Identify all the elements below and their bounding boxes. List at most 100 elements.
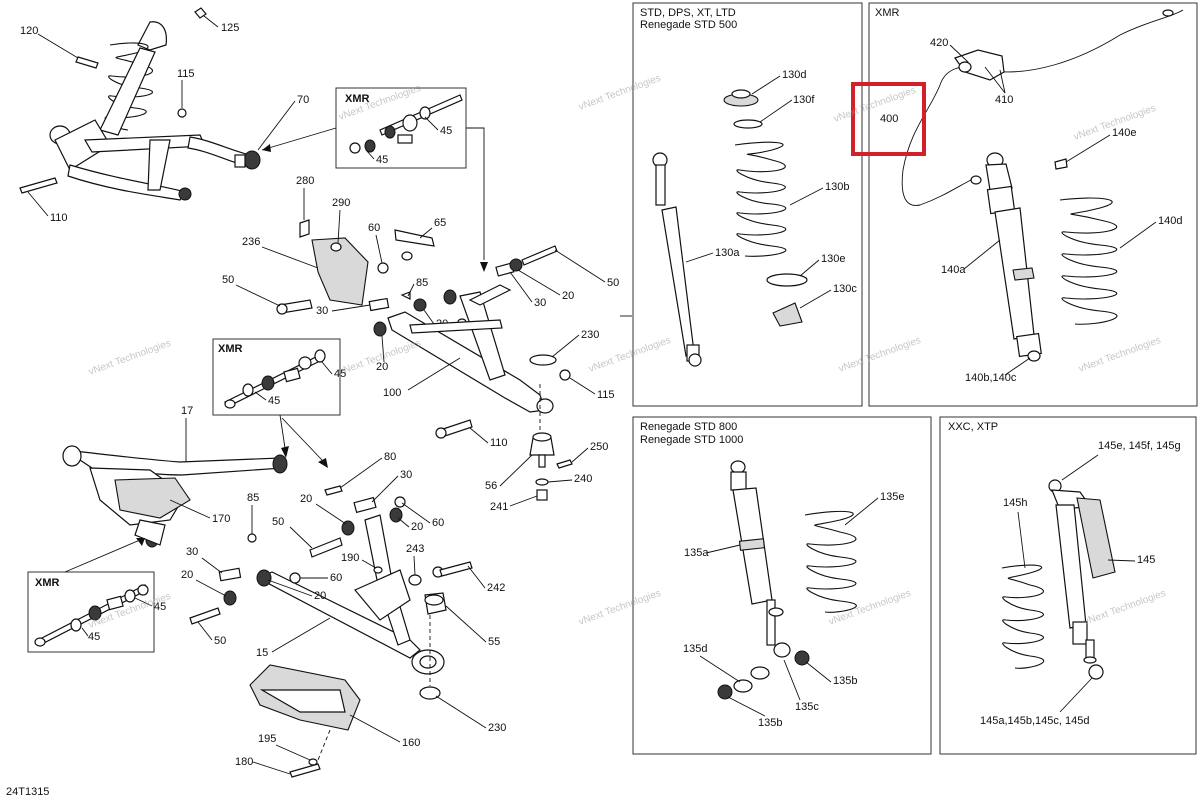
callout-230-top: 230 (581, 329, 599, 341)
callout-135b-2: 135b (758, 717, 782, 729)
callout-135b-1: 135b (833, 675, 857, 687)
callout-135a: 135a (684, 547, 709, 559)
callout-242: 242 (487, 582, 505, 594)
callout-145h: 145h (1003, 497, 1027, 509)
shock-135a (730, 460, 791, 658)
bump-130c (772, 302, 803, 327)
panel-xxc-title: XXC, XTP (948, 421, 998, 433)
xmr-inset-bottom: XMR 45 45 (27, 571, 166, 653)
callout-135c: 135c (795, 701, 819, 713)
callout-140d: 140d (1158, 215, 1182, 227)
callout-50-d: 50 (214, 635, 226, 647)
watermark-8: vNext Technologies (837, 335, 922, 375)
callout-130d: 130d (782, 69, 806, 81)
callout-240: 240 (574, 473, 592, 485)
callout-100: 100 (383, 387, 401, 399)
callout-130f: 130f (793, 94, 815, 106)
callout-140e: 140e (1112, 127, 1136, 139)
callout-180: 180 (235, 756, 253, 768)
panel-xmr-shock: XMR 420 410 400 140e 140d 140a 140b,140c (851, 2, 1198, 407)
watermark-12: vNext Technologies (827, 588, 912, 628)
watermark-11: vNext Technologies (577, 588, 662, 628)
callout-80-b: 80 (384, 451, 396, 463)
callout-290: 290 (332, 197, 350, 209)
callout-30-b: 30 (534, 297, 546, 309)
callout-280: 280 (296, 175, 314, 187)
shock-140a (985, 152, 1042, 362)
spring-130b (734, 141, 787, 257)
callout-30-a: 30 (316, 305, 328, 317)
callout-65: 65 (434, 217, 446, 229)
watermark-7: vNext Technologies (587, 335, 672, 375)
callout-60-b: 60 (432, 517, 444, 529)
callout-130c: 130c (833, 283, 857, 295)
callout-110-mid: 110 (490, 437, 508, 449)
callout-110-top: 110 (50, 212, 68, 224)
callout-410: 410 (995, 94, 1013, 106)
callout-130e: 130e (821, 253, 845, 265)
front-shock-assembly (19, 7, 261, 201)
callout-85-b: 85 (247, 492, 259, 504)
callout-130a: 130a (715, 247, 740, 259)
callout-60-top: 60 (368, 222, 380, 234)
callout-20-b: 20 (562, 290, 574, 302)
callout-45-b: 45 (376, 154, 388, 166)
callout-230-bottom: 230 (488, 722, 506, 734)
callout-20-g: 20 (181, 569, 193, 581)
highlight-box (851, 82, 926, 156)
callout-20-e: 20 (300, 493, 312, 505)
lower-arm-hardware (189, 485, 473, 700)
diagram-id: 24T1315 (6, 786, 49, 798)
callout-50-c: 50 (272, 516, 284, 528)
callout-250: 250 (590, 441, 608, 453)
callout-140b-140c: 140b,140c (965, 372, 1017, 384)
front-frame-170 (62, 445, 288, 548)
callout-115-mid: 115 (597, 389, 615, 401)
callout-45-f: 45 (88, 631, 100, 643)
callout-170: 170 (212, 513, 230, 525)
panel-std-title-1: STD, DPS, XT, LTD (640, 7, 736, 19)
callout-85-top: 85 (416, 277, 428, 289)
watermark-13: vNext Technologies (1082, 588, 1167, 628)
callout-130b: 130b (825, 181, 849, 193)
xmr-inset-top-label: XMR (345, 93, 370, 105)
callout-20-h: 20 (314, 590, 326, 602)
callout-243: 243 (406, 543, 424, 555)
shock-130a (652, 152, 702, 367)
callout-45-c: 45 (334, 368, 346, 380)
fitting-140e (1054, 158, 1068, 170)
watermark-2: vNext Technologies (832, 85, 917, 125)
panel-std: STD, DPS, XT, LTD Renegade STD 500 130d … (632, 2, 863, 407)
callout-236: 236 (242, 236, 260, 248)
mid-bracket-parts (276, 219, 558, 337)
spring-145h (1001, 564, 1045, 669)
callout-125: 125 (221, 22, 239, 34)
shock-145 (1048, 479, 1116, 680)
spring-140d (1059, 197, 1118, 325)
callout-145: 145 (1137, 554, 1155, 566)
callout-50-left: 50 (222, 274, 234, 286)
callout-145e-f-g: 145e, 145f, 145g (1098, 440, 1181, 452)
watermark-9: vNext Technologies (1077, 335, 1162, 375)
panel-renegade: Renegade STD 800 Renegade STD 1000 135e … (632, 416, 932, 755)
callout-135e: 135e (880, 491, 904, 503)
panel-reneg-title-2: Renegade STD 1000 (640, 434, 743, 446)
xmr-inset-bottom-label: XMR (35, 577, 60, 589)
callout-70: 70 (297, 94, 309, 106)
callout-17: 17 (181, 405, 193, 417)
callout-20-f: 20 (411, 521, 423, 533)
xmr-inset-mid: XMR 45 45 (212, 338, 346, 416)
callout-140a: 140a (941, 264, 966, 276)
callout-50-right: 50 (607, 277, 619, 289)
callout-195: 195 (258, 733, 276, 745)
callout-120: 120 (20, 25, 38, 37)
xmr-inset-top: XMR 45 45 (335, 87, 467, 169)
spring-135e (804, 510, 857, 613)
callout-45-e: 45 (154, 601, 166, 613)
callout-30-c: 30 (400, 469, 412, 481)
callout-30-d: 30 (186, 546, 198, 558)
callout-45-a: 45 (440, 125, 452, 137)
panel-xxc: XXC, XTP 145e, 145f, 145g 145h 145 145a,… (939, 416, 1197, 755)
callout-190: 190 (341, 552, 359, 564)
